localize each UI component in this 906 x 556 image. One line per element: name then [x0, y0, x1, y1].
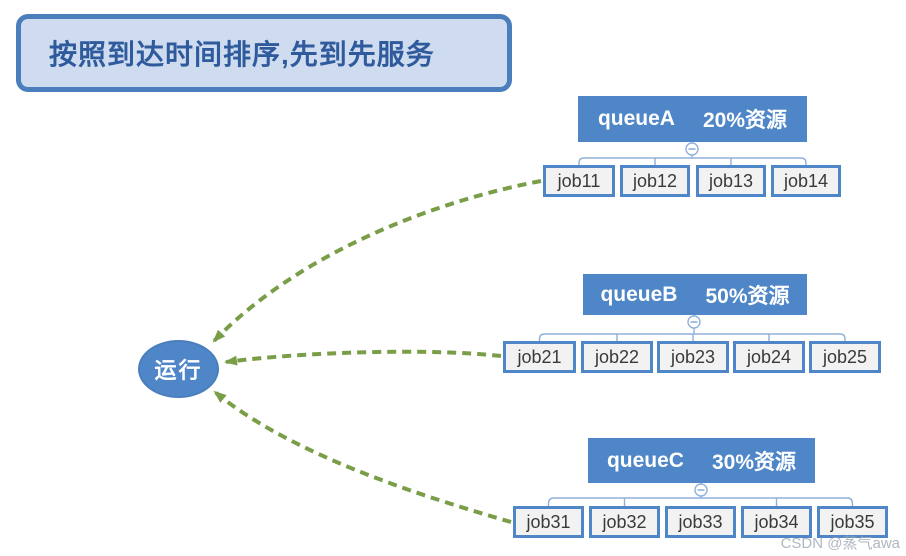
- queue-b-collapse-minus-icon[interactable]: [687, 315, 701, 329]
- queue-b-name: queueB: [600, 282, 678, 306]
- job-label: job11: [557, 170, 601, 191]
- arrow-queue-a-to-run: [212, 179, 542, 343]
- job-label: job34: [754, 511, 799, 532]
- job-node[interactable]: job13: [696, 165, 766, 197]
- job-label: job25: [822, 346, 868, 367]
- job-label: job14: [783, 170, 829, 191]
- job-node[interactable]: job12: [620, 165, 690, 197]
- run-node[interactable]: 运行: [138, 340, 219, 398]
- queue-a-collapse-minus-icon[interactable]: [685, 142, 699, 156]
- queue-b-resource: 50%资源: [705, 284, 790, 308]
- arrow-queue-b-to-run: [224, 349, 502, 366]
- job-label: job32: [602, 511, 647, 532]
- job-node[interactable]: job14: [771, 165, 841, 197]
- job-node[interactable]: job34: [741, 506, 812, 538]
- job-node[interactable]: job33: [665, 506, 736, 538]
- job-label: job22: [594, 346, 640, 367]
- queue-c-collapse-minus-icon[interactable]: [694, 483, 708, 497]
- job-node[interactable]: job31: [513, 506, 584, 538]
- queue-a-node[interactable]: queueA 20%资源: [578, 96, 807, 142]
- job-label: job35: [830, 511, 875, 532]
- job-label: job24: [746, 346, 792, 367]
- queue-a-name: queueA: [597, 107, 675, 130]
- job-node[interactable]: job35: [817, 506, 888, 538]
- arrow-queue-c-to-run: [213, 390, 512, 524]
- job-node[interactable]: job22: [581, 341, 653, 373]
- title-text: 按照到达时间排序,先到先服务: [49, 39, 435, 70]
- job-node[interactable]: job24: [733, 341, 805, 373]
- job-node[interactable]: job32: [589, 506, 660, 538]
- job-label: job13: [708, 170, 754, 191]
- job-label: job33: [678, 511, 723, 532]
- queue-b-node[interactable]: queueB 50%资源: [583, 274, 807, 315]
- job-label: job21: [517, 346, 562, 367]
- job-label: job12: [632, 170, 678, 191]
- title-note[interactable]: 按照到达时间排序,先到先服务: [16, 14, 512, 92]
- run-node-label: 运行: [154, 358, 203, 383]
- job-node[interactable]: job25: [809, 341, 881, 373]
- queue-c-name: queueC: [606, 448, 684, 472]
- job-node[interactable]: job23: [657, 341, 729, 373]
- csdn-watermark: CSDN @蒸气awa: [780, 535, 900, 552]
- queue-c-resource: 30%资源: [711, 450, 797, 474]
- job-label: job31: [526, 511, 571, 532]
- queue-c-node[interactable]: queueC 30%资源: [588, 438, 815, 483]
- job-node[interactable]: job21: [503, 341, 576, 373]
- job-label: job23: [670, 346, 716, 367]
- queue-a-resource: 20%资源: [702, 109, 788, 132]
- job-node[interactable]: job11: [543, 165, 615, 197]
